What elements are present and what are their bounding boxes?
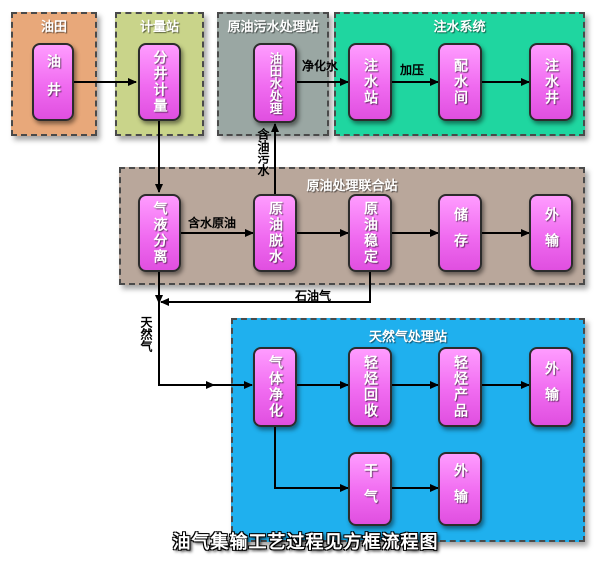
edge-label-oily-sewage: 含油污水 xyxy=(256,128,270,176)
arrow-natural-gas-to-purify xyxy=(158,303,215,389)
node-injection-well: 注水井 xyxy=(529,43,573,121)
node-well-metering-label: 分井计量 xyxy=(151,50,168,114)
node-oil-well-label: 油井 xyxy=(45,54,61,110)
node-crude-stabilization-label: 原油稳定 xyxy=(362,201,378,265)
node-injection-station: 注水站 xyxy=(348,43,392,121)
node-dry-gas: 干气 xyxy=(348,452,392,526)
region-oilfield-title: 油田 xyxy=(40,20,67,35)
edge-label-wet-crude: 含水原油 xyxy=(188,216,237,230)
node-storage-label: 储存 xyxy=(452,207,468,259)
node-hc-export: 外输 xyxy=(529,347,573,427)
node-light-hc-recovery: 轻烃回收 xyxy=(348,347,392,427)
node-gas-purification-label: 气体净化 xyxy=(267,355,283,419)
node-hc-export-label: 外输 xyxy=(543,361,559,413)
node-crude-dehydration: 原油脱水 xyxy=(253,194,297,272)
node-water-treatment: 油田水处理 xyxy=(253,43,297,123)
region-combined-title: 原油处理联合站 xyxy=(306,179,398,194)
node-oil-export: 外输 xyxy=(529,194,573,272)
node-storage: 储存 xyxy=(438,194,482,272)
node-dry-gas-label: 干气 xyxy=(362,463,378,515)
node-gas-liquid-separator: 气液分离 xyxy=(138,194,181,272)
arrow-purify-to-dry-gas xyxy=(274,425,349,492)
node-oil-well: 油井 xyxy=(32,43,74,121)
node-crude-dehydration-label: 原油脱水 xyxy=(267,201,283,265)
node-gas-liquid-separator-label: 气液分离 xyxy=(151,201,168,265)
region-metering-title: 计量站 xyxy=(139,20,179,35)
node-light-hc-product: 轻烃产品 xyxy=(438,347,482,427)
edge-label-natural-gas: 天然气 xyxy=(139,316,153,352)
node-well-metering: 分井计量 xyxy=(138,43,181,121)
node-gas-export: 外输 xyxy=(438,452,482,526)
node-gas-export-label: 外输 xyxy=(452,463,468,515)
edge-label-pressurize: 加压 xyxy=(400,63,425,77)
edge-label-clean-water: 净化水 xyxy=(302,59,339,73)
region-gas-title: 天然气处理站 xyxy=(368,330,447,345)
line-petroleum-gas xyxy=(160,272,371,306)
node-oil-export-label: 外输 xyxy=(543,207,559,259)
node-water-treatment-label: 油田水处理 xyxy=(267,51,283,115)
node-water-distribution: 配水间 xyxy=(438,43,482,121)
node-light-hc-recovery-label: 轻烃回收 xyxy=(362,355,378,419)
node-light-hc-product-label: 轻烃产品 xyxy=(452,355,468,419)
node-crude-stabilization: 原油稳定 xyxy=(348,194,392,272)
node-gas-purification: 气体净化 xyxy=(253,347,297,427)
node-water-distribution-label: 配水间 xyxy=(452,58,468,106)
edge-label-petroleum-gas: 石油气 xyxy=(295,289,332,303)
node-injection-well-label: 注水井 xyxy=(543,58,559,106)
region-sewage-title: 原油污水处理站 xyxy=(227,20,319,35)
diagram-caption: 油气集输工艺过程见方框流程图 xyxy=(172,532,439,553)
node-injection-station-label: 注水站 xyxy=(362,58,378,106)
region-injection-title: 注水系统 xyxy=(433,20,486,35)
